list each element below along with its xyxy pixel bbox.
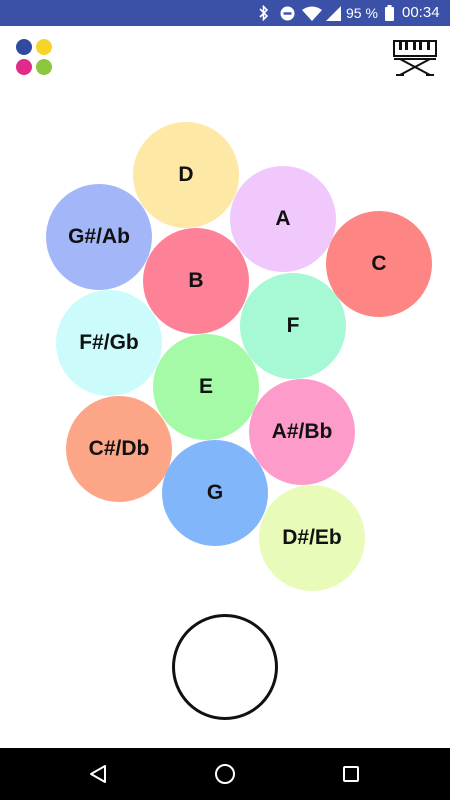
home-button[interactable]	[195, 748, 255, 800]
note-d[interactable]: D	[133, 122, 239, 228]
palette-dot	[36, 59, 52, 75]
note-label: E	[198, 375, 213, 398]
note-label: C#/Db	[88, 437, 150, 460]
back-triangle-icon	[90, 765, 106, 783]
note-label: G	[206, 481, 224, 504]
do-not-disturb-icon	[278, 0, 296, 26]
home-circle-icon	[215, 764, 235, 784]
note-g[interactable]: G	[162, 440, 268, 546]
recents-square-icon	[343, 766, 359, 782]
note-label: D#/Eb	[282, 526, 342, 549]
note-label: F	[286, 314, 300, 337]
status-bar: 95 % 00:34	[0, 0, 450, 26]
note-label: C	[371, 252, 387, 275]
navigation-bar	[0, 748, 450, 800]
clock: 00:34	[402, 4, 440, 21]
note-c-sharp-d-flat[interactable]: C#/Db	[66, 396, 172, 502]
note-c[interactable]: C	[326, 211, 432, 317]
note-label: B	[188, 269, 204, 292]
note-f[interactable]: F	[240, 273, 346, 379]
note-a[interactable]: A	[230, 166, 336, 272]
note-b[interactable]: B	[143, 228, 249, 334]
keyboard-button[interactable]	[392, 38, 438, 78]
palette-dot	[16, 39, 32, 55]
piano-keyboard-icon	[393, 40, 437, 76]
note-a-sharp-b-flat[interactable]: A#/Bb	[249, 379, 355, 485]
back-button[interactable]	[68, 748, 128, 800]
color-palette-button[interactable]	[14, 37, 56, 77]
note-d-sharp-e-flat[interactable]: D#/Eb	[259, 485, 365, 591]
palette-dot	[36, 39, 52, 55]
note-label: A	[275, 207, 291, 230]
play-circle-button[interactable]	[172, 614, 278, 720]
note-f-sharp-g-flat[interactable]: F#/Gb	[56, 290, 162, 396]
note-label: F#/Gb	[79, 331, 139, 354]
bluetooth-icon	[257, 0, 271, 26]
note-g-sharp-a-flat[interactable]: G#/Ab	[46, 184, 152, 290]
wifi-icon	[301, 0, 323, 26]
note-label: G#/Ab	[68, 225, 130, 248]
battery-percent: 95 %	[346, 5, 378, 21]
palette-dot	[16, 59, 32, 75]
recents-button[interactable]	[321, 748, 381, 800]
note-e[interactable]: E	[153, 334, 259, 440]
signal-icon	[324, 0, 342, 26]
note-label: D	[178, 163, 194, 186]
note-label: A#/Bb	[271, 420, 333, 443]
battery-icon	[383, 0, 395, 26]
